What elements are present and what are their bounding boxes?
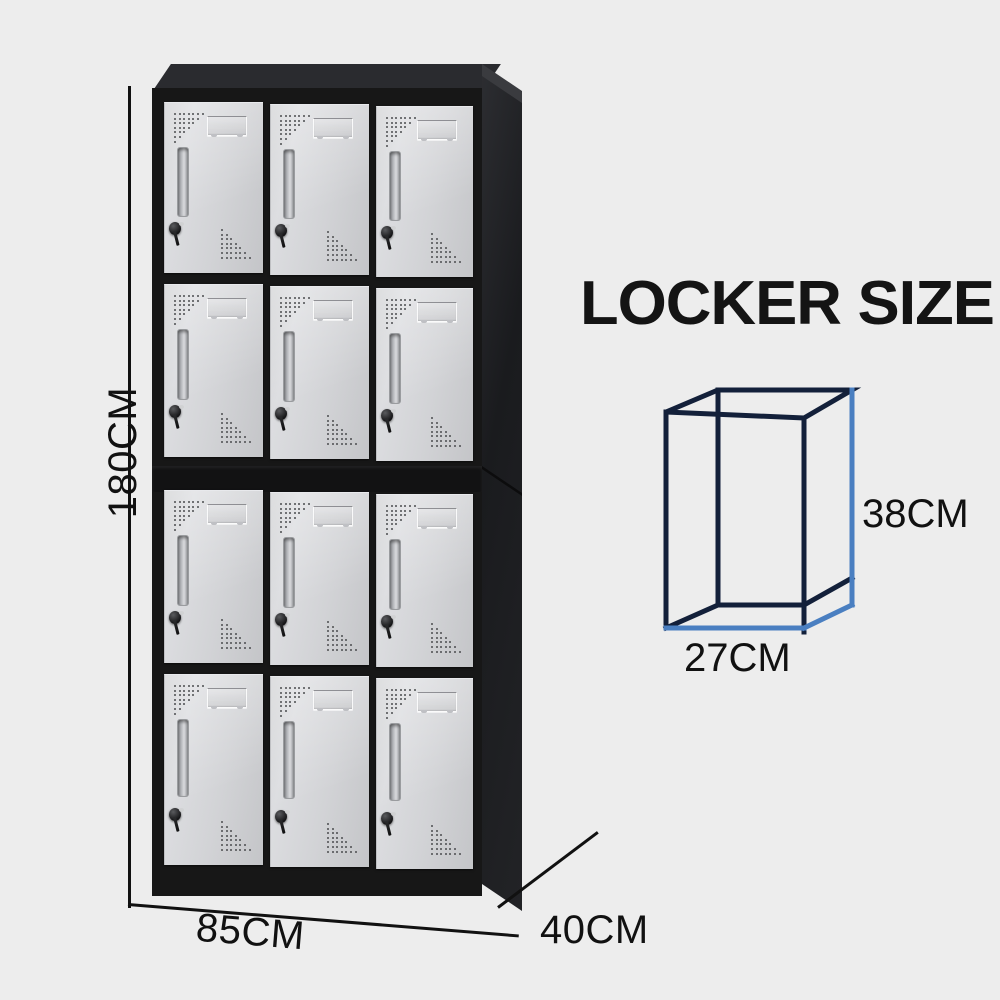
name-card-holder [417,120,457,141]
locker-door[interactable] [376,106,473,277]
name-card-holder [313,690,353,711]
locker-door[interactable] [270,286,369,459]
cube-wireframe [662,387,862,635]
door-lock[interactable] [169,808,181,821]
locker-illustration: 180CM 85CM 40CM [0,0,560,1000]
door-lock[interactable] [381,226,393,239]
name-card-holder [313,506,353,527]
cabinet-unit-seam [152,466,482,492]
key-icon [391,409,396,413]
page-title: LOCKER SIZE [580,269,995,338]
locker-door[interactable] [164,490,263,663]
door-handle[interactable] [389,151,401,221]
key-icon [179,808,184,812]
door-handle[interactable] [177,147,189,217]
key-icon [391,812,396,816]
width-dimension-label: 85CM [194,905,307,959]
height-dimension-label: 180CM [101,386,146,519]
name-card-holder [417,302,457,323]
door-lock[interactable] [381,812,393,825]
name-card-holder [207,504,247,525]
locker-door[interactable] [376,494,473,667]
door-handle[interactable] [389,539,401,610]
door-lock[interactable] [275,613,287,626]
key-icon [285,810,290,814]
locker-door[interactable] [164,284,263,457]
door-handle[interactable] [283,331,295,402]
door-handle[interactable] [177,719,189,797]
key-icon [179,611,184,615]
door-lock[interactable] [381,409,393,422]
locker-compartment-cube-diagram [640,360,1000,680]
key-icon [391,615,396,619]
locker-door[interactable] [376,678,473,869]
name-card-holder [313,118,353,139]
door-lock[interactable] [275,810,287,823]
locker-door[interactable] [270,104,369,275]
door-lock[interactable] [381,615,393,628]
door-handle[interactable] [389,333,401,404]
key-icon [285,613,290,617]
cube-width-label: 27CM [684,636,791,680]
locker-door[interactable] [270,676,369,867]
locker-door[interactable] [270,492,369,665]
door-lock[interactable] [169,611,181,624]
key-icon [285,407,290,411]
door-lock[interactable] [169,405,181,418]
name-card-holder [207,116,247,137]
door-handle[interactable] [177,535,189,606]
width-dimension-line [127,903,519,938]
key-icon [179,222,184,226]
name-card-holder [417,692,457,713]
locker-door[interactable] [376,288,473,461]
door-handle[interactable] [283,721,295,799]
locker-door-grid [152,88,482,896]
key-icon [391,226,396,230]
door-handle[interactable] [177,329,189,400]
locker-door[interactable] [164,102,263,273]
key-icon [285,224,290,228]
name-card-holder [417,508,457,529]
name-card-holder [207,688,247,709]
door-handle[interactable] [283,149,295,219]
key-icon [179,405,184,409]
height-dimension-line [128,86,131,908]
door-lock[interactable] [275,407,287,420]
door-handle[interactable] [389,723,401,801]
depth-dimension-label: 40CM [540,908,649,952]
locker-side-panel [482,76,522,911]
name-card-holder [207,298,247,319]
door-lock[interactable] [169,222,181,235]
door-handle[interactable] [283,537,295,608]
name-card-holder [313,300,353,321]
locker-door[interactable] [164,674,263,865]
door-lock[interactable] [275,224,287,237]
cube-height-label: 38CM [862,492,969,536]
